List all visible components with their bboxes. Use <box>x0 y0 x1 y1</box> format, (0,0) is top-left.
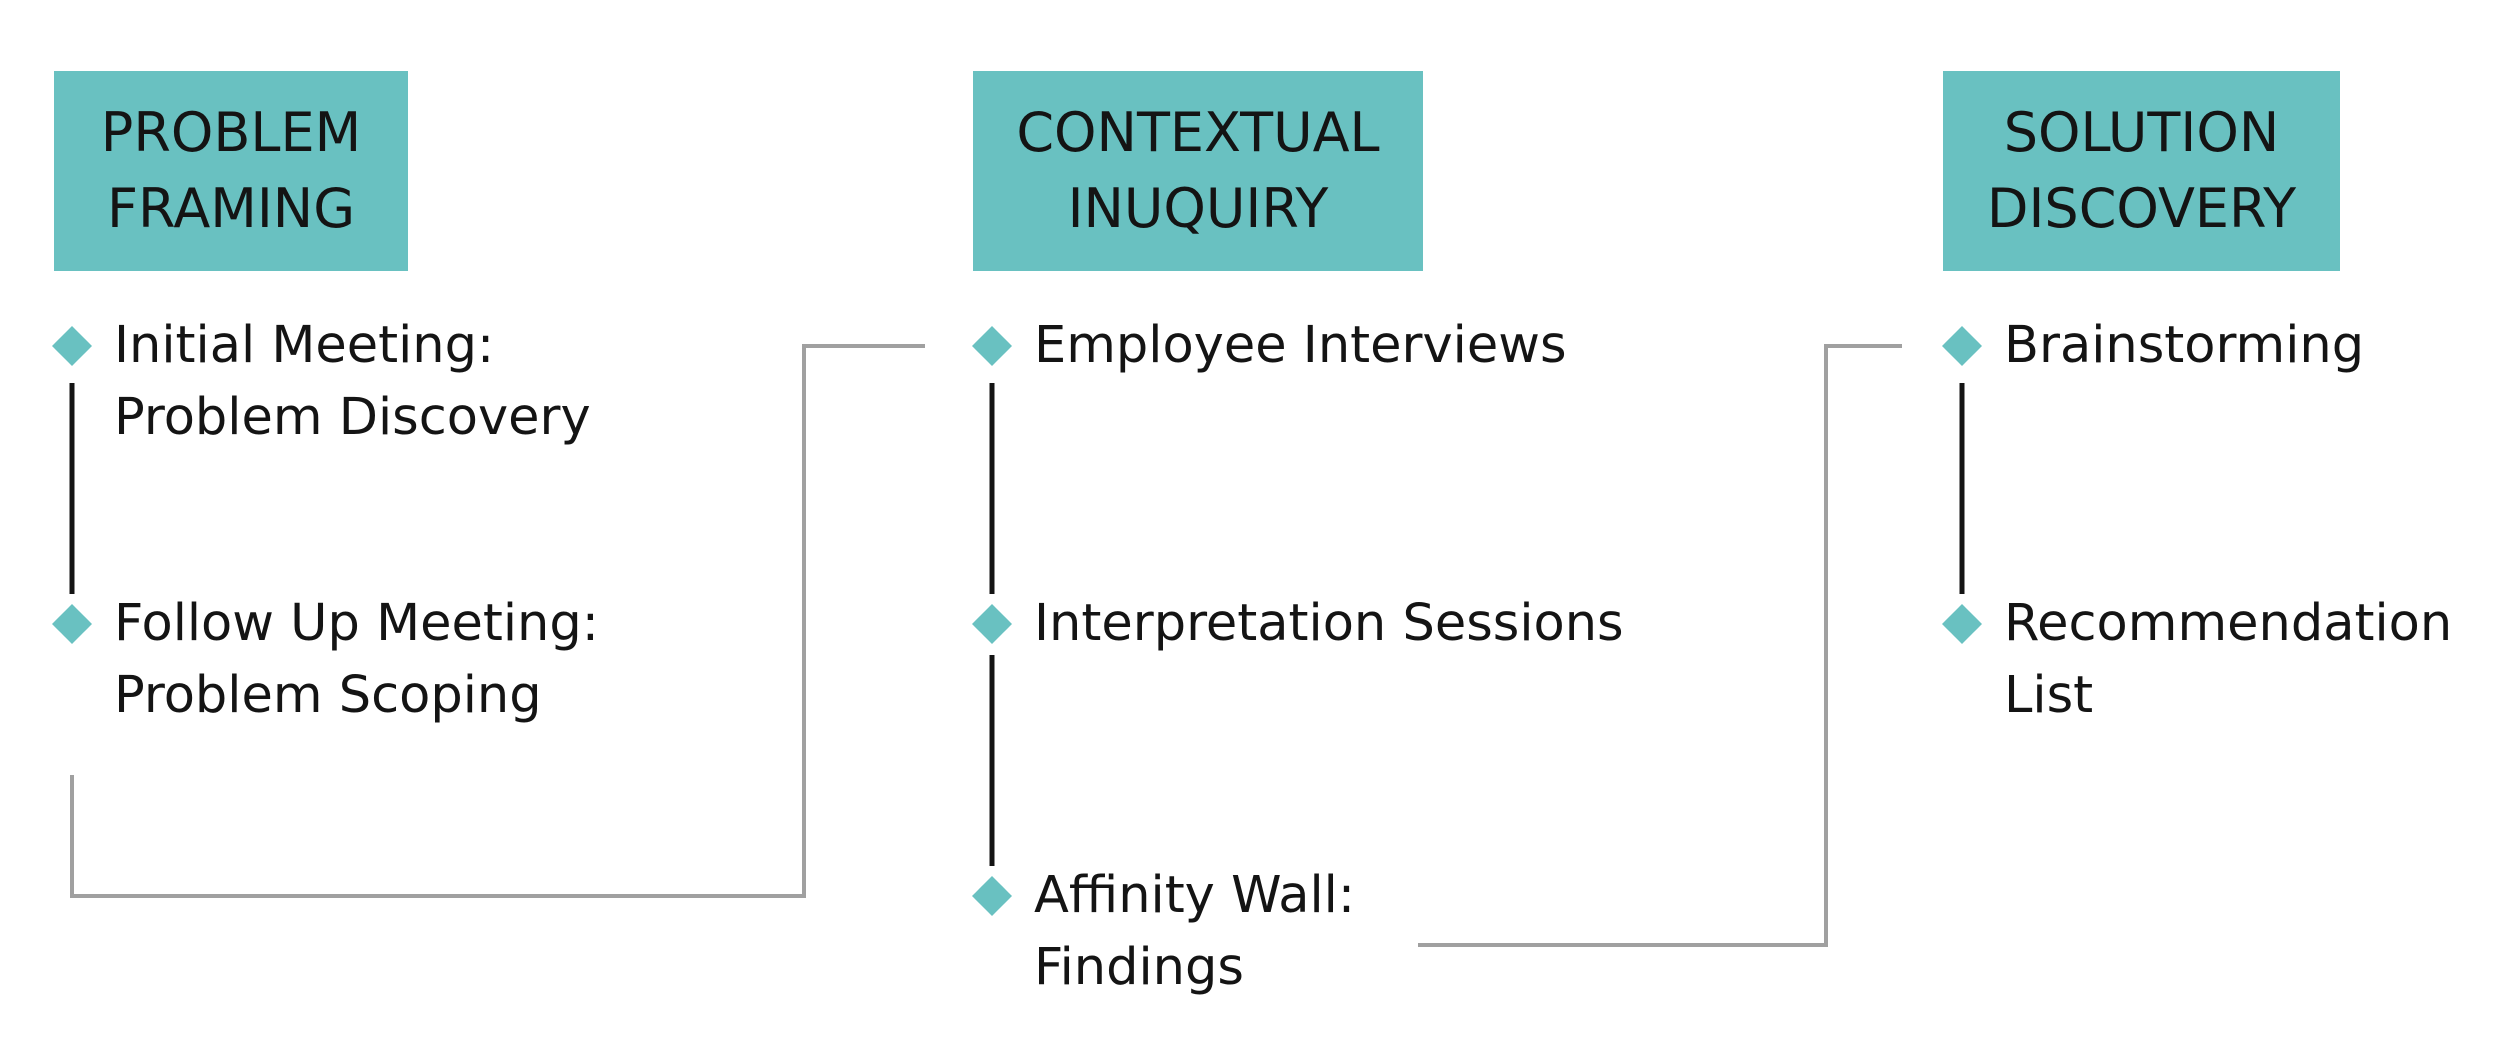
phase-title-line: SOLUTION <box>2003 101 2280 164</box>
phase-box-solution-discovery <box>1943 71 2340 271</box>
phase-title-line: INUQUIRY <box>1067 177 1329 240</box>
step-label-line: Findings <box>1034 938 1244 997</box>
phase-title-problem-framing: PROBLEM FRAMING <box>54 71 408 271</box>
step-marker-icon <box>52 326 92 366</box>
step-label-line: Follow Up Meeting: <box>114 594 599 653</box>
phase-box-problem-framing <box>54 71 408 271</box>
connector-framing-to-inquiry <box>70 344 925 898</box>
step-label-line: Brainstorming <box>2004 316 2365 375</box>
step-marker-icon <box>972 604 1012 644</box>
step-label-line: Problem Discovery <box>114 388 591 447</box>
step-affinity-wall: Affinity Wall: Findings <box>1034 860 1355 1004</box>
step-interpretation-sessions: Interpretation Sessions <box>1034 588 1624 660</box>
step-employee-interviews: Employee Interviews <box>1034 310 1567 382</box>
phase-title-line: FRAMING <box>106 177 356 240</box>
step-label-line: Recommendation <box>2004 594 2453 653</box>
step-brainstorming: Brainstorming <box>2004 310 2364 382</box>
step-marker-icon <box>1942 604 1982 644</box>
phase-title-solution-discovery: SOLUTION DISCOVERY <box>1943 71 2340 271</box>
step-label-line: Problem Scoping <box>114 666 542 725</box>
step-marker-icon <box>972 326 1012 366</box>
phase-title-line: CONTEXTUAL <box>1016 101 1380 164</box>
step-marker-icon <box>52 604 92 644</box>
step-label-line: Affinity Wall: <box>1034 866 1356 925</box>
phase-title-contextual-inquiry: CONTEXTUAL INUQUIRY <box>973 71 1423 271</box>
phase-title-line: PROBLEM <box>100 101 362 164</box>
step-marker-icon <box>972 876 1012 916</box>
step-marker-icon <box>1942 326 1982 366</box>
step-label-line: Interpretation Sessions <box>1034 594 1624 653</box>
step-recommendation-list: Recommendation List <box>2004 588 2452 732</box>
phase-box-contextual-inquiry <box>973 71 1423 271</box>
connector-inquiry-to-discovery <box>1418 344 1902 947</box>
step-follow-up-meeting: Follow Up Meeting: Problem Scoping <box>114 588 599 732</box>
step-label-line: Initial Meeting: <box>114 316 495 375</box>
step-initial-meeting: Initial Meeting: Problem Discovery <box>114 310 591 454</box>
phase-title-line: DISCOVERY <box>1986 177 2297 240</box>
step-label-line: Employee Interviews <box>1034 316 1567 375</box>
step-label-line: List <box>2004 666 2094 725</box>
